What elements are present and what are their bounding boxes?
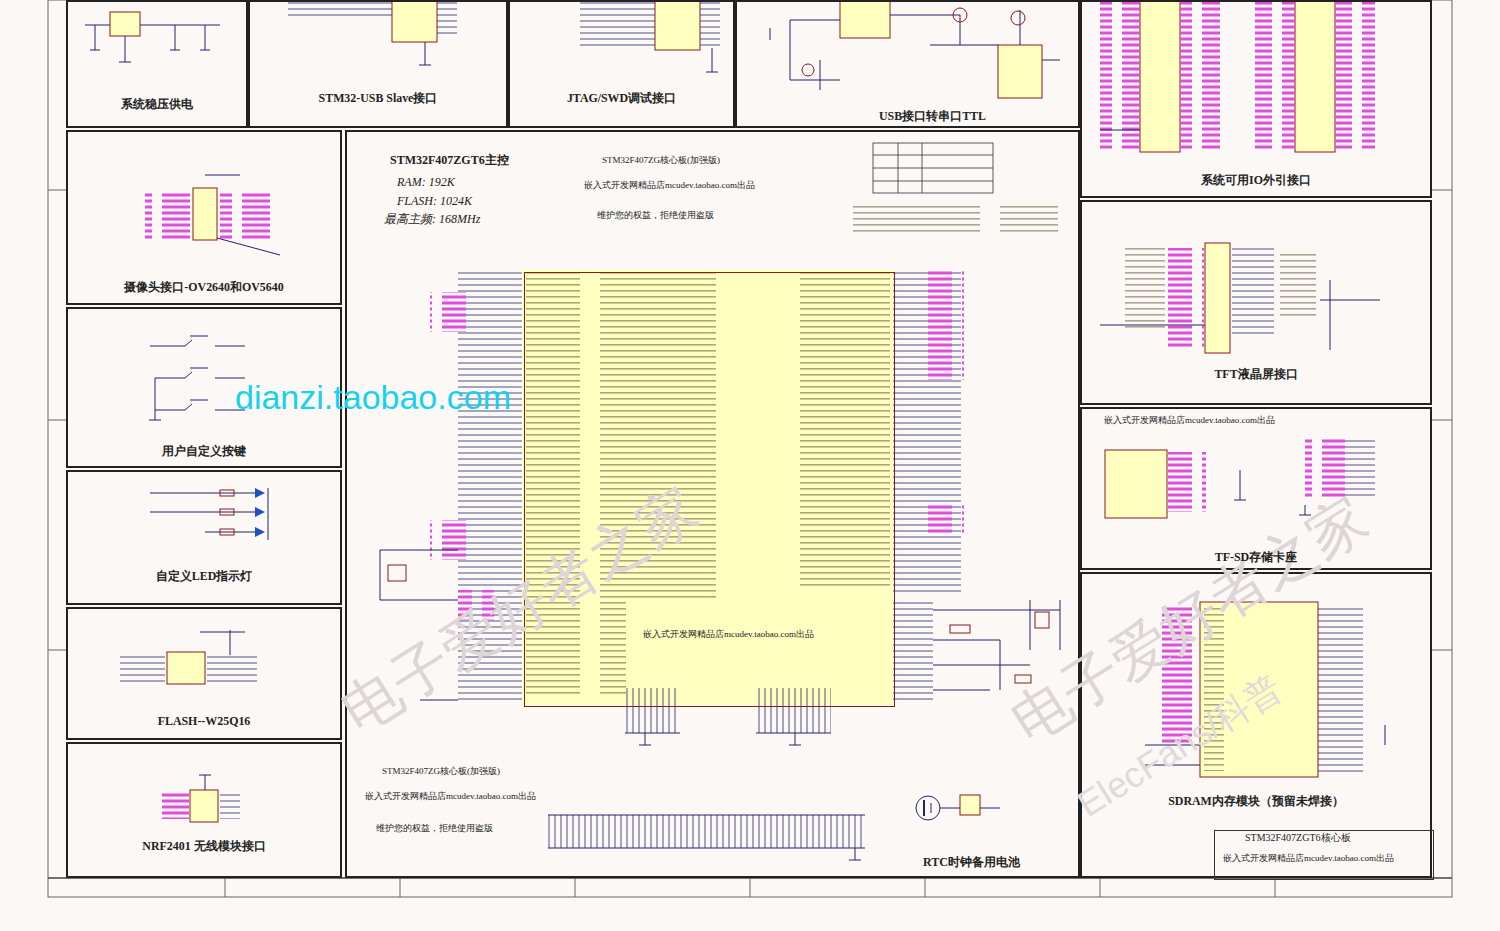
note-text: STM32F407ZG核心板(加强版): [602, 155, 720, 165]
schematic-panel: TFT液晶屏接口: [1080, 200, 1432, 405]
schematic-panel: STM32F407ZGT6主控 RAM: 192K FLASH: 1024K 最高主频…: [345, 130, 1080, 878]
panel-text: 嵌入式开发网精品店mcudev.taobao.com出品: [1102, 415, 1277, 425]
panel-caption: 用户自定义按键: [68, 445, 340, 459]
schematic-panel: JTAG/SWD调试接口: [508, 0, 735, 128]
panel-text: 嵌入式开发网精品店mcudev.taobao.com出品: [641, 629, 816, 639]
schematic-panel: 系统稳压供电: [66, 0, 248, 128]
panel-caption: TFT液晶屏接口: [1082, 368, 1430, 382]
schematic-panel: NRF2401 无线模块接口: [66, 742, 342, 878]
note-text: 维护您的权益，拒绝使用盗版: [597, 210, 714, 220]
panel-caption: NRF2401 无线模块接口: [68, 840, 340, 854]
note-text: RTC时钟备用电池: [923, 856, 1020, 870]
schematic-panel: STM32-USB Slave接口: [248, 0, 508, 128]
title-block: STM32F407ZGT6核心板嵌入式开发网精品店mcudev.taobao.c…: [1214, 830, 1434, 880]
panel-caption: JTAG/SWD调试接口: [510, 92, 733, 106]
panel-caption: FLASH--W25Q16: [68, 715, 340, 729]
panel-text: FLASH: 1024K: [397, 195, 472, 209]
schematic-panel: 系统可用IO外引接口: [1080, 0, 1432, 198]
panel-caption: TF-SD存储卡座: [1082, 551, 1430, 565]
panel-text: 嵌入式开发网精品店mcudev.taobao.com出品: [1223, 853, 1394, 863]
panel-text: RAM: 192K: [397, 176, 455, 190]
panel-caption: 摄像头接口-OV2640和OV5640: [68, 281, 340, 295]
note-text: STM32F407ZG核心板(加强版): [382, 766, 500, 776]
watermark: 电子爱好者之家: [330, 475, 710, 747]
schematic-panel: USB接口转串口TTL: [735, 0, 1080, 128]
panel-text: 最高主频: 168MHz: [384, 213, 480, 227]
note-text: 嵌入式开发网精品店mcudev.taobao.com出品: [365, 791, 536, 801]
note-text: 维护您的权益，拒绝使用盗版: [376, 823, 493, 833]
panel-caption: SDRAM内存模块（预留未焊接）: [1082, 795, 1430, 809]
schematic-panel: 自定义LED指示灯: [66, 470, 342, 605]
panel-text: STM32F407ZGT6核心板: [1245, 832, 1351, 844]
schematic-panel: 摄像头接口-OV2640和OV5640: [66, 130, 342, 305]
mcu-chip: 嵌入式开发网精品店mcudev.taobao.com出品: [524, 272, 895, 707]
panel-caption: STM32-USB Slave接口: [250, 92, 506, 106]
panel-caption: USB接口转串口TTL: [787, 110, 1078, 124]
watermark: dianzi.taobao.com: [235, 378, 511, 417]
schematic-panel: FLASH--W25Q16: [66, 607, 342, 740]
panel-text: STM32F407ZGT6主控: [390, 154, 509, 168]
panel-caption: 自定义LED指示灯: [68, 570, 340, 584]
panel-caption: 系统可用IO外引接口: [1082, 174, 1430, 188]
note-text: 嵌入式开发网精品店mcudev.taobao.com出品: [584, 180, 755, 190]
panel-caption: 系统稳压供电: [68, 98, 246, 112]
